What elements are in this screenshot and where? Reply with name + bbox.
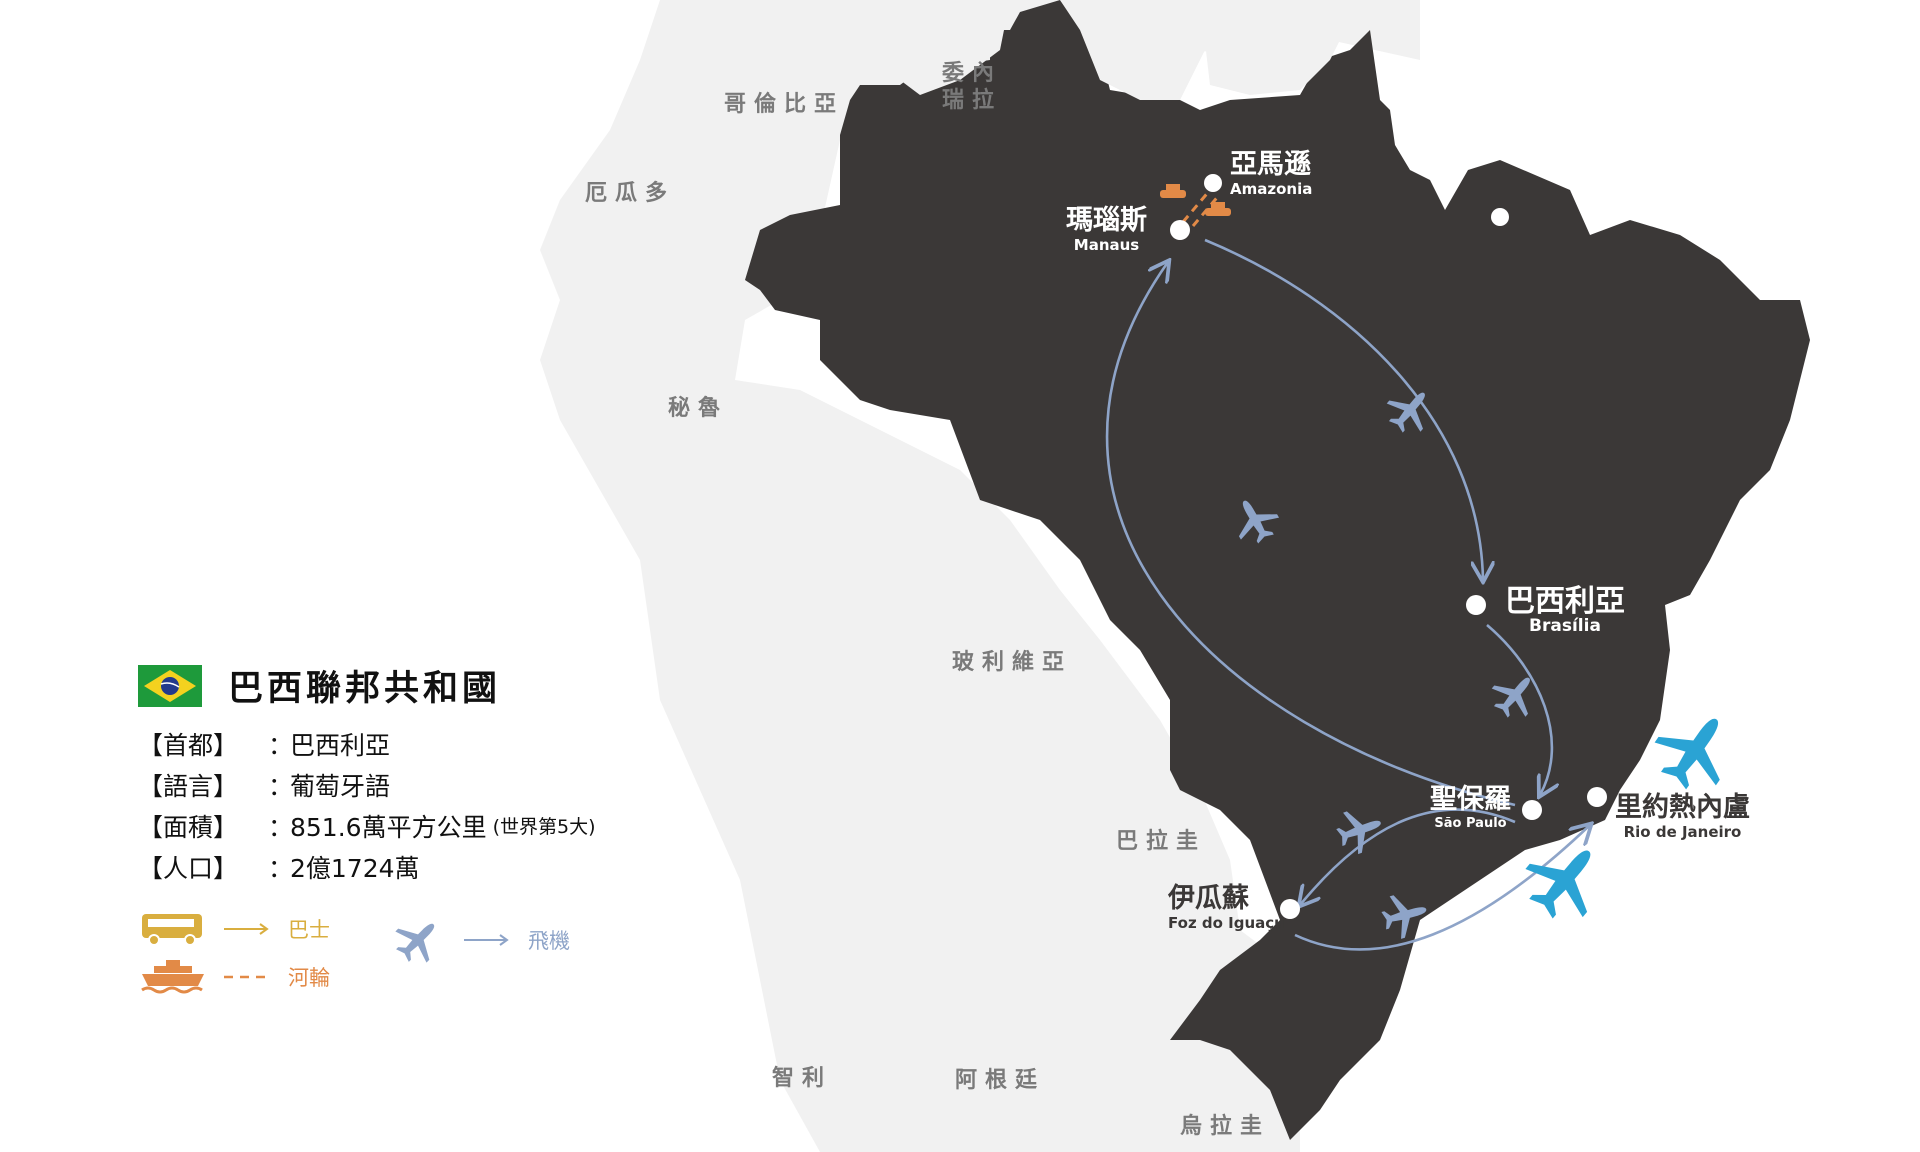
brazil-flag-icon xyxy=(138,664,202,707)
city-label-amazonia: 亞馬遜 Amazonia xyxy=(1230,149,1313,199)
info-row-capital: 【首都】 ： 巴西利亞 xyxy=(138,731,391,760)
city-label-rio: 里約熱內盧 Rio de Janeiro xyxy=(1615,792,1750,842)
country-info-panel: 巴西聯邦共和國 【首都】 ： 巴西利亞 【語言】 ： 葡萄牙語 【面積】 ： 8… xyxy=(138,660,596,889)
city-label-sao-paulo: 聖保羅 São Paulo xyxy=(1430,784,1511,832)
city-label-foz: 伊瓜蘇 Foz do Iguaçu xyxy=(1168,883,1285,933)
country-label-venezuela: 委內 瑞拉 xyxy=(942,61,1003,113)
city-dots xyxy=(1170,174,1607,919)
country-label-ecuador: 厄瓜多 xyxy=(585,181,676,206)
country-label-colombia: 哥倫比亞 xyxy=(724,92,845,117)
country-label-argentina: 阿根廷 xyxy=(955,1068,1046,1093)
info-row-language: 【語言】 ： 葡萄牙語 xyxy=(138,772,391,801)
country-label-paraguay: 巴拉圭 xyxy=(1116,829,1207,854)
city-label-manaus: 瑪瑙斯 Manaus xyxy=(1066,205,1147,255)
city-label-brasilia: 巴西利亞 Brasília xyxy=(1505,584,1625,636)
brazil-shape xyxy=(745,0,1810,1140)
country-title: 巴西聯邦共和國 xyxy=(228,669,502,709)
solid-arrow-icon xyxy=(464,934,509,946)
legend-boat: 河輪 xyxy=(140,960,330,994)
river-boat-icons xyxy=(1160,184,1231,216)
bus-icon xyxy=(142,914,202,946)
legend-bus: 巴士 xyxy=(140,912,330,946)
country-label-bolivia: 玻利維亞 xyxy=(952,650,1073,675)
dashed-line-icon xyxy=(224,975,270,979)
country-label-peru: 秘魯 xyxy=(668,396,729,421)
river-boat-icon xyxy=(141,960,204,994)
info-row-area: 【面積】 ： 851.6萬平方公里 (世界第5大) xyxy=(138,813,596,842)
solid-arrow-icon xyxy=(224,923,269,935)
country-label-uruguay: 烏拉圭 xyxy=(1180,1114,1271,1139)
info-row-population: 【人口】 ： 2億1724萬 xyxy=(138,854,420,883)
country-label-chile: 智利 xyxy=(772,1066,833,1091)
flight-routes xyxy=(1105,238,1590,951)
airplane-icon xyxy=(390,912,446,968)
legend-plane: 飛機 xyxy=(390,912,570,968)
